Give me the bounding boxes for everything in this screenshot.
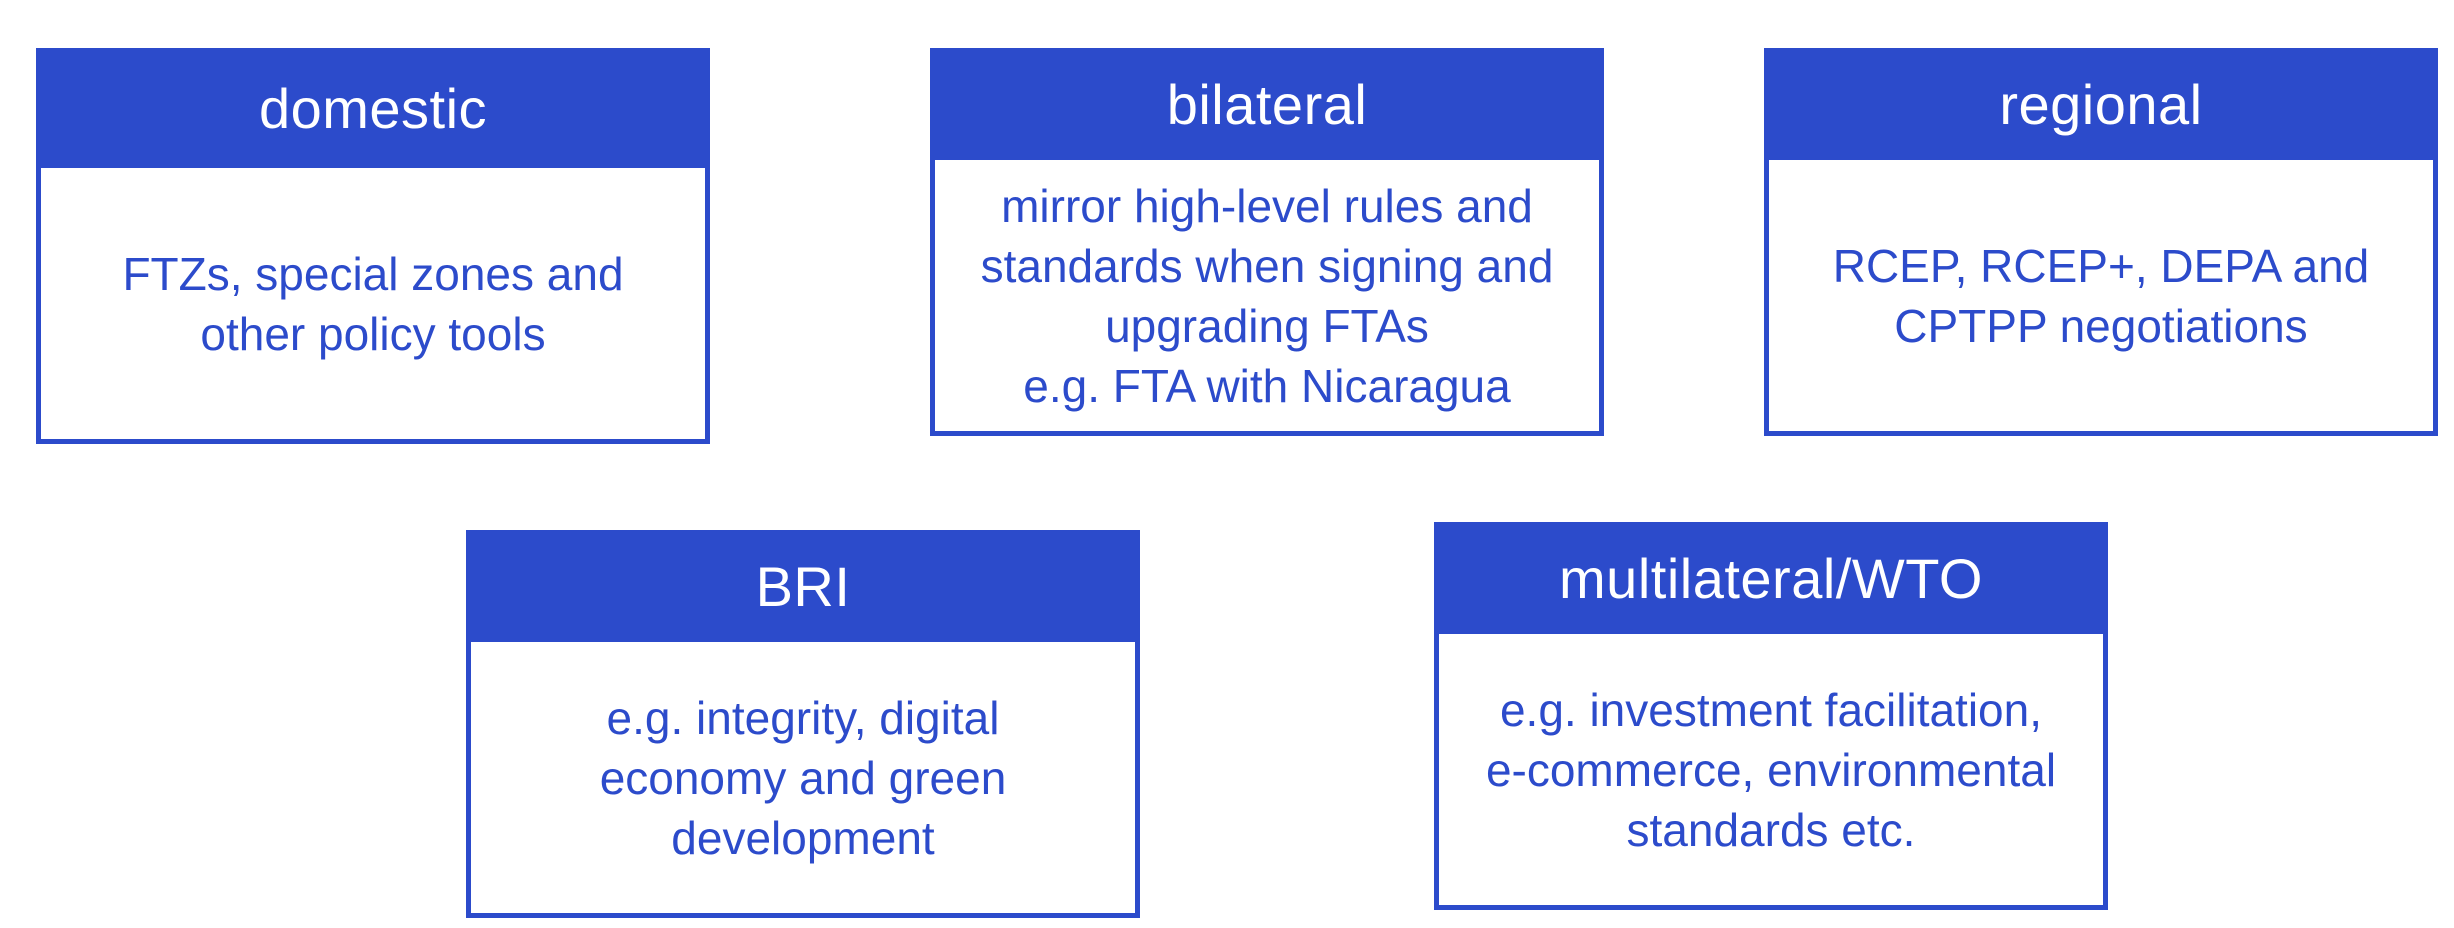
card-multilateral-title: multilateral/WTO — [1434, 522, 2108, 634]
card-regional-description: RCEP, RCEP+, DEPA and CPTPP negotiations — [1764, 160, 2438, 436]
card-bilateral-description: mirror high-level rules and standards wh… — [930, 160, 1604, 436]
card-bilateral-title: bilateral — [930, 48, 1604, 160]
card-domestic-title: domestic — [36, 48, 710, 168]
card-bri-title: BRI — [466, 530, 1140, 642]
card-bilateral: bilateral mirror high-level rules and st… — [930, 48, 1604, 436]
card-domestic: domestic FTZs, special zones and other p… — [36, 48, 710, 444]
card-domestic-description: FTZs, special zones and other policy too… — [36, 168, 710, 444]
card-bri-description: e.g. integrity, digital economy and gree… — [466, 642, 1140, 918]
card-regional: regional RCEP, RCEP+, DEPA and CPTPP neg… — [1764, 48, 2438, 436]
card-multilateral: multilateral/WTO e.g. investment facilit… — [1434, 522, 2108, 910]
card-multilateral-description: e.g. investment facilitation, e-commerce… — [1434, 634, 2108, 910]
card-bri: BRI e.g. integrity, digital economy and … — [466, 530, 1140, 918]
card-regional-title: regional — [1764, 48, 2438, 160]
